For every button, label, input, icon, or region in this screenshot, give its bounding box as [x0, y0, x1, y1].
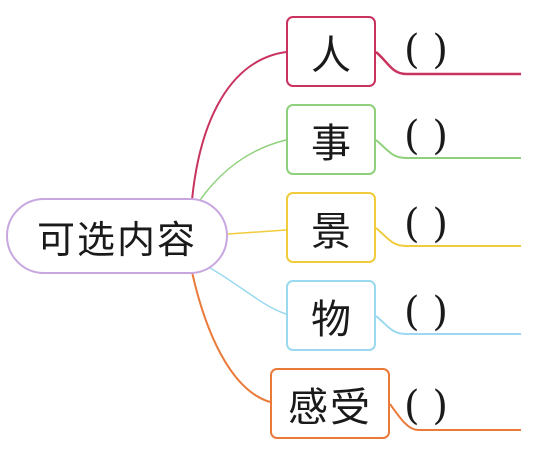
underline-scenery	[375, 227, 521, 247]
underline-events	[375, 139, 521, 159]
connector-objects	[209, 267, 287, 315]
node-events: 事	[286, 104, 376, 175]
root-node: 可选内容	[6, 198, 228, 274]
node-people: 人	[286, 16, 376, 87]
connector-people	[191, 51, 287, 201]
connector-feelings	[191, 271, 271, 403]
node-scenery: 景	[286, 192, 376, 263]
underline-feelings	[389, 403, 521, 431]
node-objects: 物	[286, 280, 376, 351]
underline-objects	[375, 315, 521, 335]
blank-people[interactable]: ( )	[404, 27, 448, 73]
connector-scenery	[227, 229, 287, 235]
blank-scenery[interactable]: ( )	[404, 201, 448, 247]
underline-people	[375, 51, 521, 76]
blank-feelings[interactable]: ( )	[404, 383, 448, 429]
node-feelings: 感受	[270, 368, 390, 439]
blank-events[interactable]: ( )	[404, 113, 448, 159]
blank-objects[interactable]: ( )	[404, 289, 448, 335]
